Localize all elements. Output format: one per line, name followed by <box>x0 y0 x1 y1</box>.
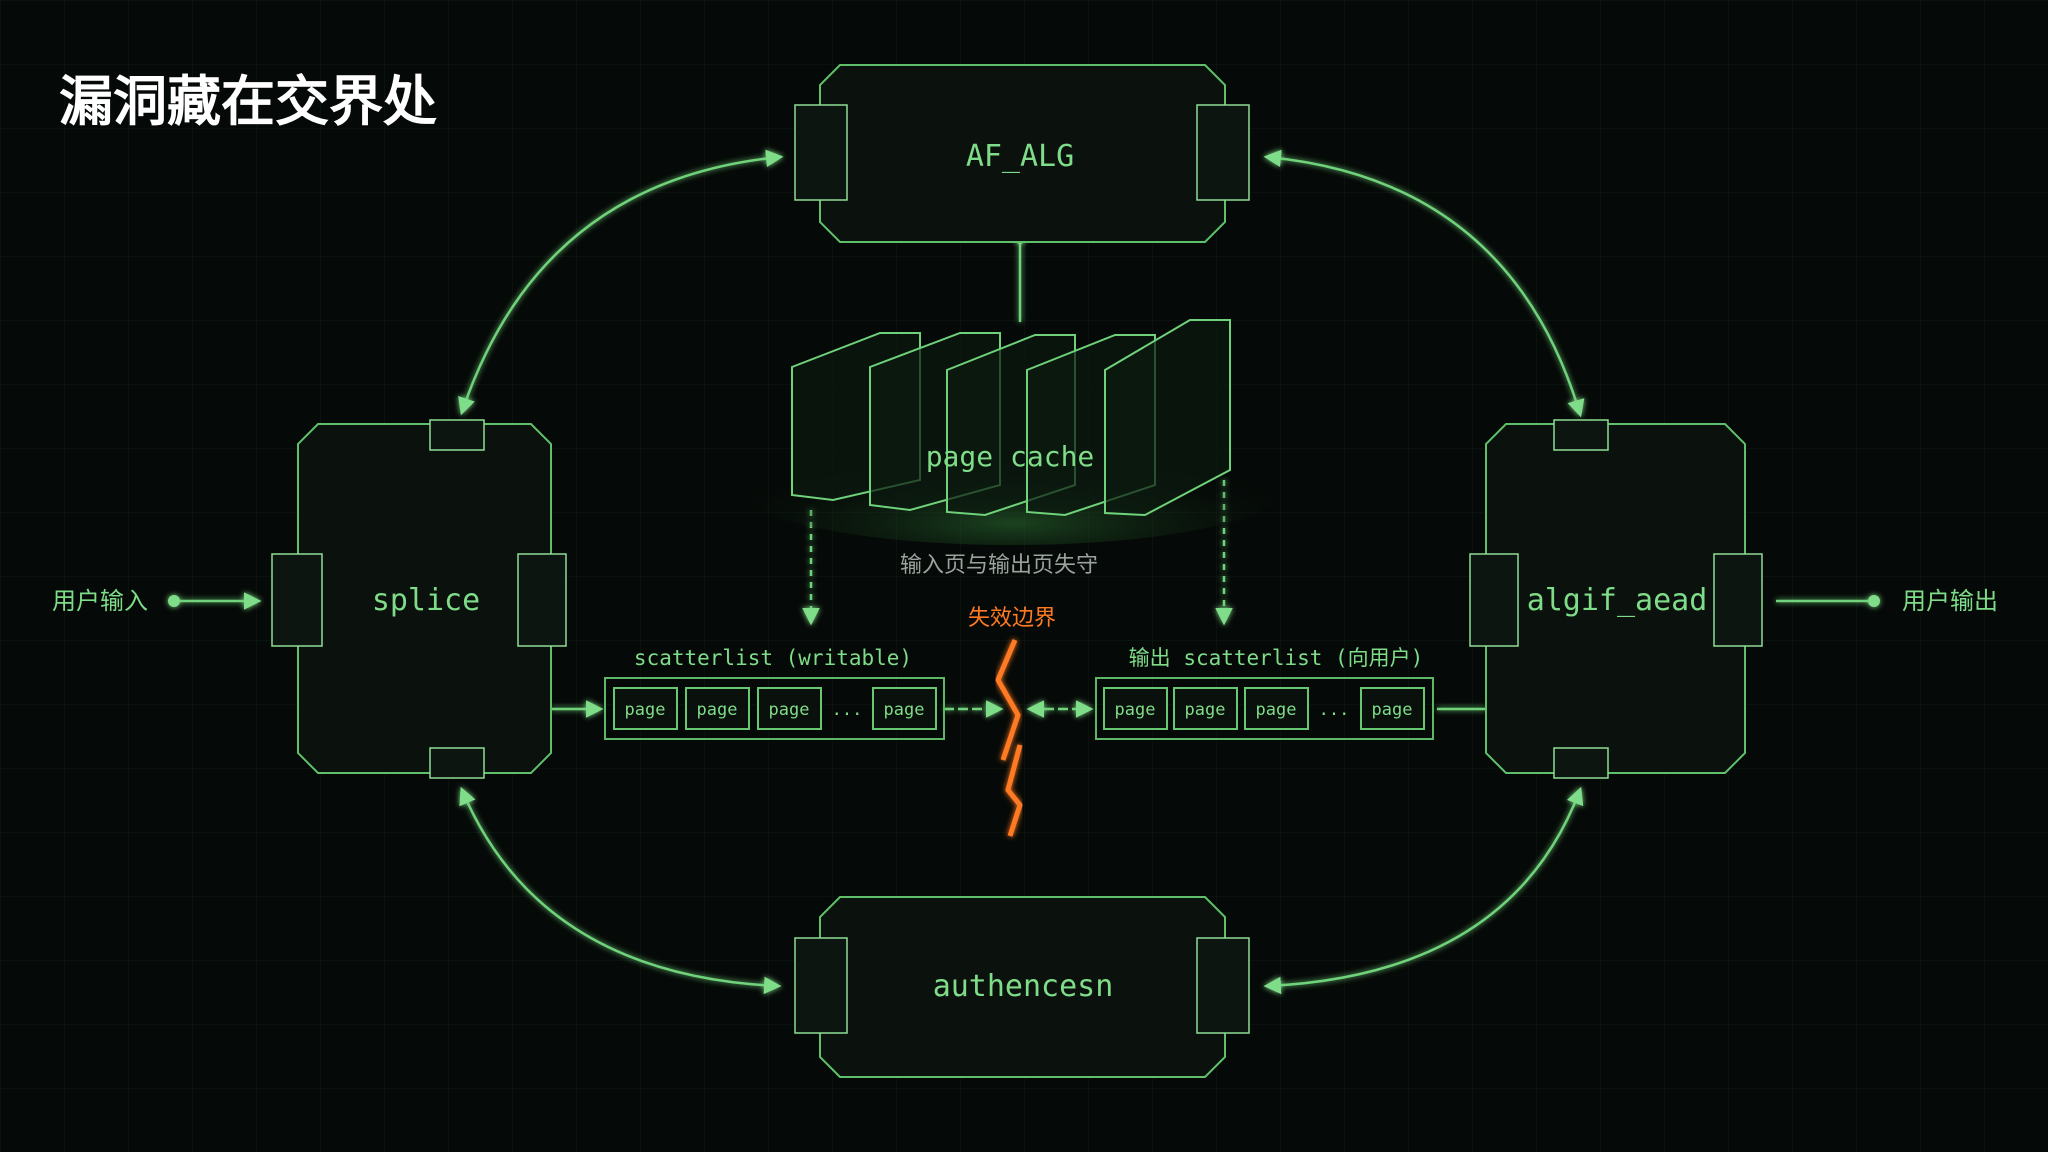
page-slot: page <box>613 687 678 730</box>
page-slot: page <box>1360 687 1425 730</box>
svg-text:page: page <box>1256 700 1297 720</box>
node-label: AF_ALG <box>966 139 1074 174</box>
arc-afalg-splice <box>458 149 784 416</box>
svg-text:page: page <box>697 700 738 720</box>
page-slot: page <box>757 687 822 730</box>
left-scatterlist: scatterlist (writable) page page page ..… <box>604 646 945 740</box>
node-label: algif_aead <box>1527 583 1708 618</box>
node-label: splice <box>372 583 480 618</box>
user-input-label: 用户输入 <box>52 587 148 615</box>
ellipsis: ... <box>832 700 863 720</box>
page-title: 漏洞藏在交界处 <box>59 70 437 133</box>
node-algif-aead[interactable]: algif_aead <box>1469 419 1763 779</box>
svg-text:page: page <box>625 700 666 720</box>
scatterlist-label: 输出 scatterlist (向用户) <box>1129 646 1424 670</box>
user-output-label: 用户输出 <box>1902 587 1998 615</box>
right-scatterlist: 输出 scatterlist (向用户) page page page ... … <box>1095 646 1434 740</box>
scatterlist-label: scatterlist (writable) <box>634 646 912 670</box>
page-slot: page <box>1103 687 1168 730</box>
svg-text:page: page <box>769 700 810 720</box>
node-label: authencesn <box>933 969 1114 1004</box>
lightning-crack-icon <box>995 639 1023 837</box>
svg-text:page: page <box>1185 700 1226 720</box>
arc-algif-authencesn <box>1263 786 1584 995</box>
svg-text:page: page <box>1115 700 1156 720</box>
svg-text:page: page <box>1372 700 1413 720</box>
flow-arcs <box>168 149 1880 995</box>
node-splice[interactable]: splice <box>271 419 567 779</box>
arc-splice-authencesn <box>459 786 782 995</box>
failure-boundary: 失效边界 <box>968 606 1056 837</box>
ellipsis: ... <box>1319 700 1350 720</box>
failure-boundary-label: 失效边界 <box>968 606 1056 631</box>
page-cache-caption: 输入页与输出页失守 <box>900 553 1098 578</box>
node-authencesn[interactable]: authencesn <box>794 896 1250 1078</box>
page-slot: page <box>685 687 750 730</box>
arc-afalg-algif <box>1263 149 1585 418</box>
page-cache-label: page cache <box>926 440 1095 473</box>
svg-text:page: page <box>884 700 925 720</box>
page-cache: page cache 输入页与输出页失守 <box>742 319 1282 578</box>
page-slot: page <box>872 687 937 730</box>
page-slot: page <box>1173 687 1238 730</box>
page-slot: page <box>1244 687 1309 730</box>
node-af-alg[interactable]: AF_ALG <box>794 64 1250 243</box>
